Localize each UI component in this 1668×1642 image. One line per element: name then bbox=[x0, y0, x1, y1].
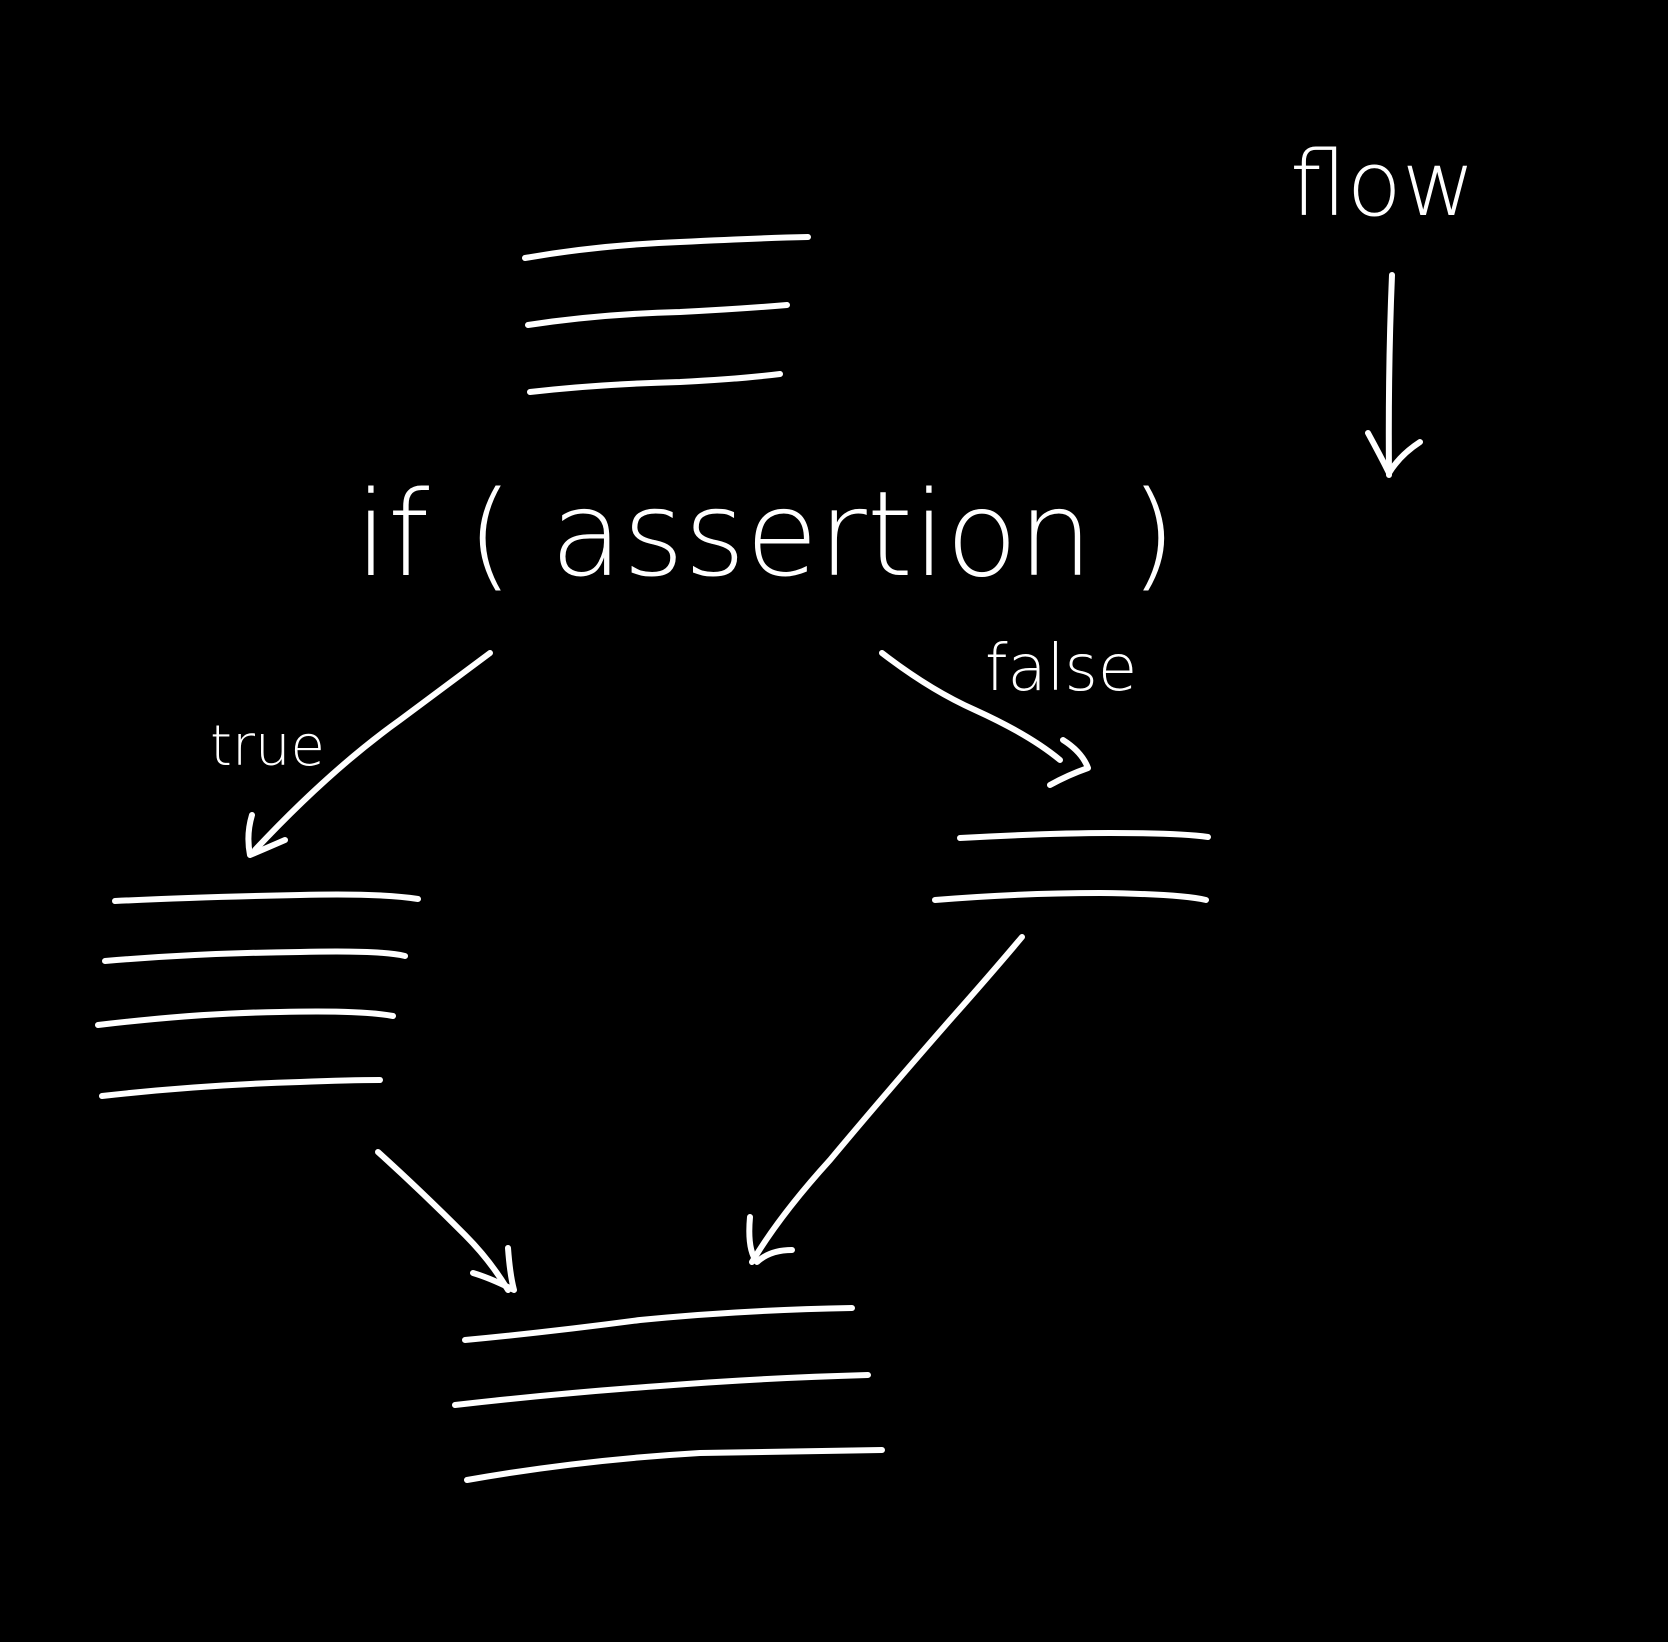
condition-label: if ( assertion ) bbox=[355, 465, 1176, 603]
code-line bbox=[932, 890, 1209, 903]
true-label: true bbox=[210, 714, 325, 779]
code-line bbox=[102, 948, 408, 964]
true-branch-arrow bbox=[245, 650, 493, 858]
code-line bbox=[99, 1077, 383, 1099]
block-after-merge bbox=[452, 1305, 885, 1483]
false-label: false bbox=[985, 632, 1137, 706]
code-line bbox=[95, 1008, 396, 1028]
code-line bbox=[527, 371, 783, 395]
code-line bbox=[525, 302, 790, 328]
false-branch-arrow bbox=[879, 650, 1091, 788]
false-to-merge-arrow bbox=[746, 934, 1025, 1265]
code-line bbox=[112, 891, 421, 904]
true-to-merge-arrow bbox=[375, 1149, 517, 1293]
block-false-branch bbox=[932, 830, 1211, 903]
code-line bbox=[957, 830, 1211, 841]
block-true-branch bbox=[95, 891, 421, 1099]
code-line bbox=[464, 1447, 885, 1483]
code-line bbox=[462, 1305, 855, 1343]
flow-legend-label: flow bbox=[1290, 132, 1475, 237]
code-line bbox=[522, 234, 811, 261]
code-line bbox=[452, 1372, 871, 1408]
condition: if ( assertion ) bbox=[355, 465, 1176, 603]
flow-legend-arrow bbox=[1365, 272, 1423, 478]
block-before-if bbox=[522, 234, 811, 395]
